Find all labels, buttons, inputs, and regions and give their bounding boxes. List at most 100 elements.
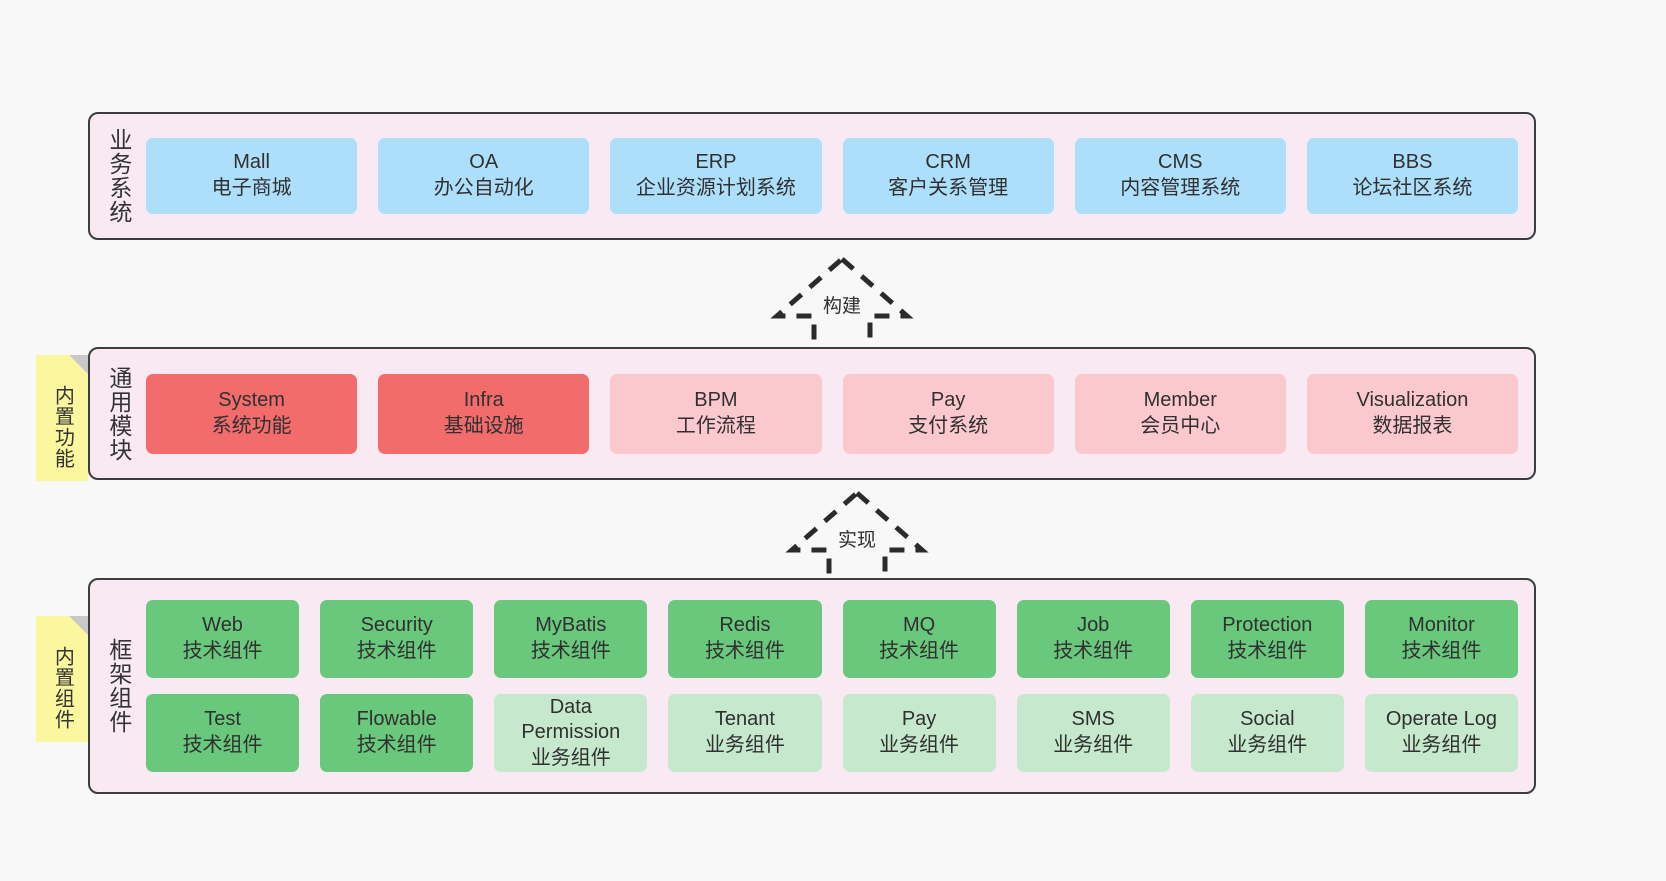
card-title: Member [1143, 388, 1217, 411]
card-subtitle: 技术组件 [530, 640, 611, 662]
card-subtitle: 系统功能 [211, 414, 292, 437]
note-builtin-function: 内置功能 [36, 355, 88, 481]
card-title: Protection [1222, 614, 1313, 637]
card-bbs[interactable]: BBS 论坛社区系统 [1306, 138, 1519, 214]
card-row: System 系统功能 Infra 基础设施 BPM 工作流程 Pay 支付系统… [146, 373, 1519, 454]
card-title: System [218, 388, 285, 411]
card-flowable[interactable]: Flowable 技术组件 [320, 694, 474, 772]
card-title: Data [549, 695, 592, 718]
card-operate-log[interactable]: Operate Log 业务组件 [1364, 694, 1518, 772]
card-subtitle: 电子商城 [211, 177, 292, 199]
card-subtitle: 业务组件 [530, 746, 611, 769]
card-pay-business[interactable]: Pay 业务组件 [842, 694, 996, 772]
card-title: Pay [930, 388, 966, 411]
connector-label-build: 构建 [822, 296, 862, 317]
layer-business-system: 业务系统 Mall 电子商城 OA 办公自动化 ERP 企业资源计划系统 CRM… [88, 112, 1536, 240]
layer-title-common-module: 通用模块 [105, 365, 132, 462]
card-subtitle: 办公自动化 [433, 177, 534, 199]
card-title: BPM [694, 388, 738, 411]
card-protection[interactable]: Protection 技术组件 [1190, 600, 1344, 678]
connector-label-implement: 实现 [837, 530, 877, 551]
layer-title-framework-component: 框架组件 [105, 638, 132, 734]
card-subtitle: 论坛社区系统 [1352, 177, 1473, 199]
note-text: 内置功能 [51, 385, 74, 469]
card-system[interactable]: System 系统功能 [146, 373, 358, 454]
card-title: Job [1077, 614, 1110, 637]
card-member[interactable]: Member 会员中心 [1074, 373, 1286, 454]
card-title: CRM [925, 151, 971, 174]
card-subtitle: 技术组件 [1401, 640, 1482, 662]
card-title: ERP [695, 151, 737, 174]
card-title: Tenant [714, 708, 775, 731]
card-test[interactable]: Test 技术组件 [146, 694, 300, 772]
card-redis[interactable]: Redis 技术组件 [668, 600, 822, 678]
note-text: 内置组件 [51, 646, 74, 730]
layer-body-framework-component: Web 技术组件 Security 技术组件 MyBatis 技术组件 Redi… [146, 580, 1534, 792]
card-title: SMS [1071, 708, 1115, 731]
connector-build: 构建 [757, 255, 927, 358]
card-security[interactable]: Security 技术组件 [320, 600, 474, 678]
card-subtitle: 技术组件 [1053, 640, 1134, 662]
card-subtitle: 企业资源计划系统 [635, 177, 796, 199]
card-visualization[interactable]: Visualization 数据报表 [1306, 373, 1519, 454]
card-subtitle: 业务组件 [1053, 734, 1134, 756]
card-title: CMS [1158, 151, 1203, 174]
card-bpm[interactable]: BPM 工作流程 [610, 373, 822, 454]
card-mq[interactable]: MQ 技术组件 [842, 600, 996, 678]
card-subtitle: 内容管理系统 [1120, 177, 1241, 199]
connector-implement: 实现 [772, 489, 942, 592]
card-subtitle: 技术组件 [356, 640, 437, 662]
card-social[interactable]: Social 业务组件 [1190, 694, 1344, 772]
layer-framework-component: 框架组件 Web 技术组件 Security 技术组件 MyBatis 技术组件… [88, 578, 1536, 794]
card-title: Pay [901, 708, 937, 731]
card-title: Test [204, 708, 241, 731]
card-title: OA [469, 151, 499, 174]
card-subtitle: 基础设施 [443, 414, 524, 437]
card-title: Mall [233, 151, 270, 174]
card-subtitle: 技术组件 [182, 734, 263, 756]
card-subtitle: 业务组件 [879, 734, 960, 756]
card-subtitle: 工作流程 [675, 414, 756, 437]
card-sms[interactable]: SMS 业务组件 [1016, 694, 1170, 772]
card-crm[interactable]: CRM 客户关系管理 [842, 138, 1054, 214]
card-title: Infra [463, 388, 504, 411]
card-title: MQ [902, 614, 936, 637]
card-monitor[interactable]: Monitor 技术组件 [1364, 600, 1518, 678]
card-oa[interactable]: OA 办公自动化 [378, 138, 590, 214]
card-subtitle: 业务组件 [1401, 734, 1482, 756]
card-mybatis[interactable]: MyBatis 技术组件 [494, 600, 648, 678]
note-builtin-component: 内置组件 [36, 616, 88, 742]
card-row: Mall 电子商城 OA 办公自动化 ERP 企业资源计划系统 CRM 客户关系… [146, 138, 1519, 214]
card-subtitle: 会员中心 [1140, 414, 1221, 437]
card-subtitle: 技术组件 [879, 640, 960, 662]
card-subtitle: 技术组件 [1227, 640, 1308, 662]
card-title: Security [360, 614, 433, 637]
card-title: Social [1240, 708, 1295, 731]
card-web[interactable]: Web 技术组件 [146, 600, 300, 678]
layer-title-business-system: 业务系统 [105, 128, 132, 224]
card-cms[interactable]: CMS 内容管理系统 [1074, 138, 1286, 214]
card-subtitle: 支付系统 [908, 414, 989, 437]
card-data-permission[interactable]: Data Permission 业务组件 [494, 694, 648, 772]
card-row: Test 技术组件 Flowable 技术组件 Data Permission … [146, 694, 1518, 772]
layer-body-common-module: System 系统功能 Infra 基础设施 BPM 工作流程 Pay 支付系统… [146, 349, 1534, 478]
card-title: Web [202, 614, 243, 637]
card-pay[interactable]: Pay 支付系统 [842, 373, 1054, 454]
layer-common-module: 通用模块 System 系统功能 Infra 基础设施 BPM 工作流程 Pay… [88, 347, 1536, 480]
card-subtitle: 客户关系管理 [888, 177, 1009, 199]
card-subtitle: 数据报表 [1372, 414, 1453, 437]
card-subtitle: 业务组件 [1227, 734, 1308, 756]
card-title: Redis [719, 614, 771, 637]
card-subtitle: 技术组件 [356, 734, 437, 756]
card-erp[interactable]: ERP 企业资源计划系统 [610, 138, 822, 214]
card-title-line2: Permission [521, 721, 621, 744]
card-infra[interactable]: Infra 基础设施 [378, 373, 590, 454]
card-title: Flowable [356, 708, 437, 731]
card-tenant[interactable]: Tenant 业务组件 [668, 694, 822, 772]
card-job[interactable]: Job 技术组件 [1016, 600, 1170, 678]
card-subtitle: 技术组件 [704, 640, 785, 662]
card-mall[interactable]: Mall 电子商城 [146, 138, 358, 214]
card-title: BBS [1392, 151, 1433, 174]
card-title: Monitor [1408, 614, 1475, 637]
